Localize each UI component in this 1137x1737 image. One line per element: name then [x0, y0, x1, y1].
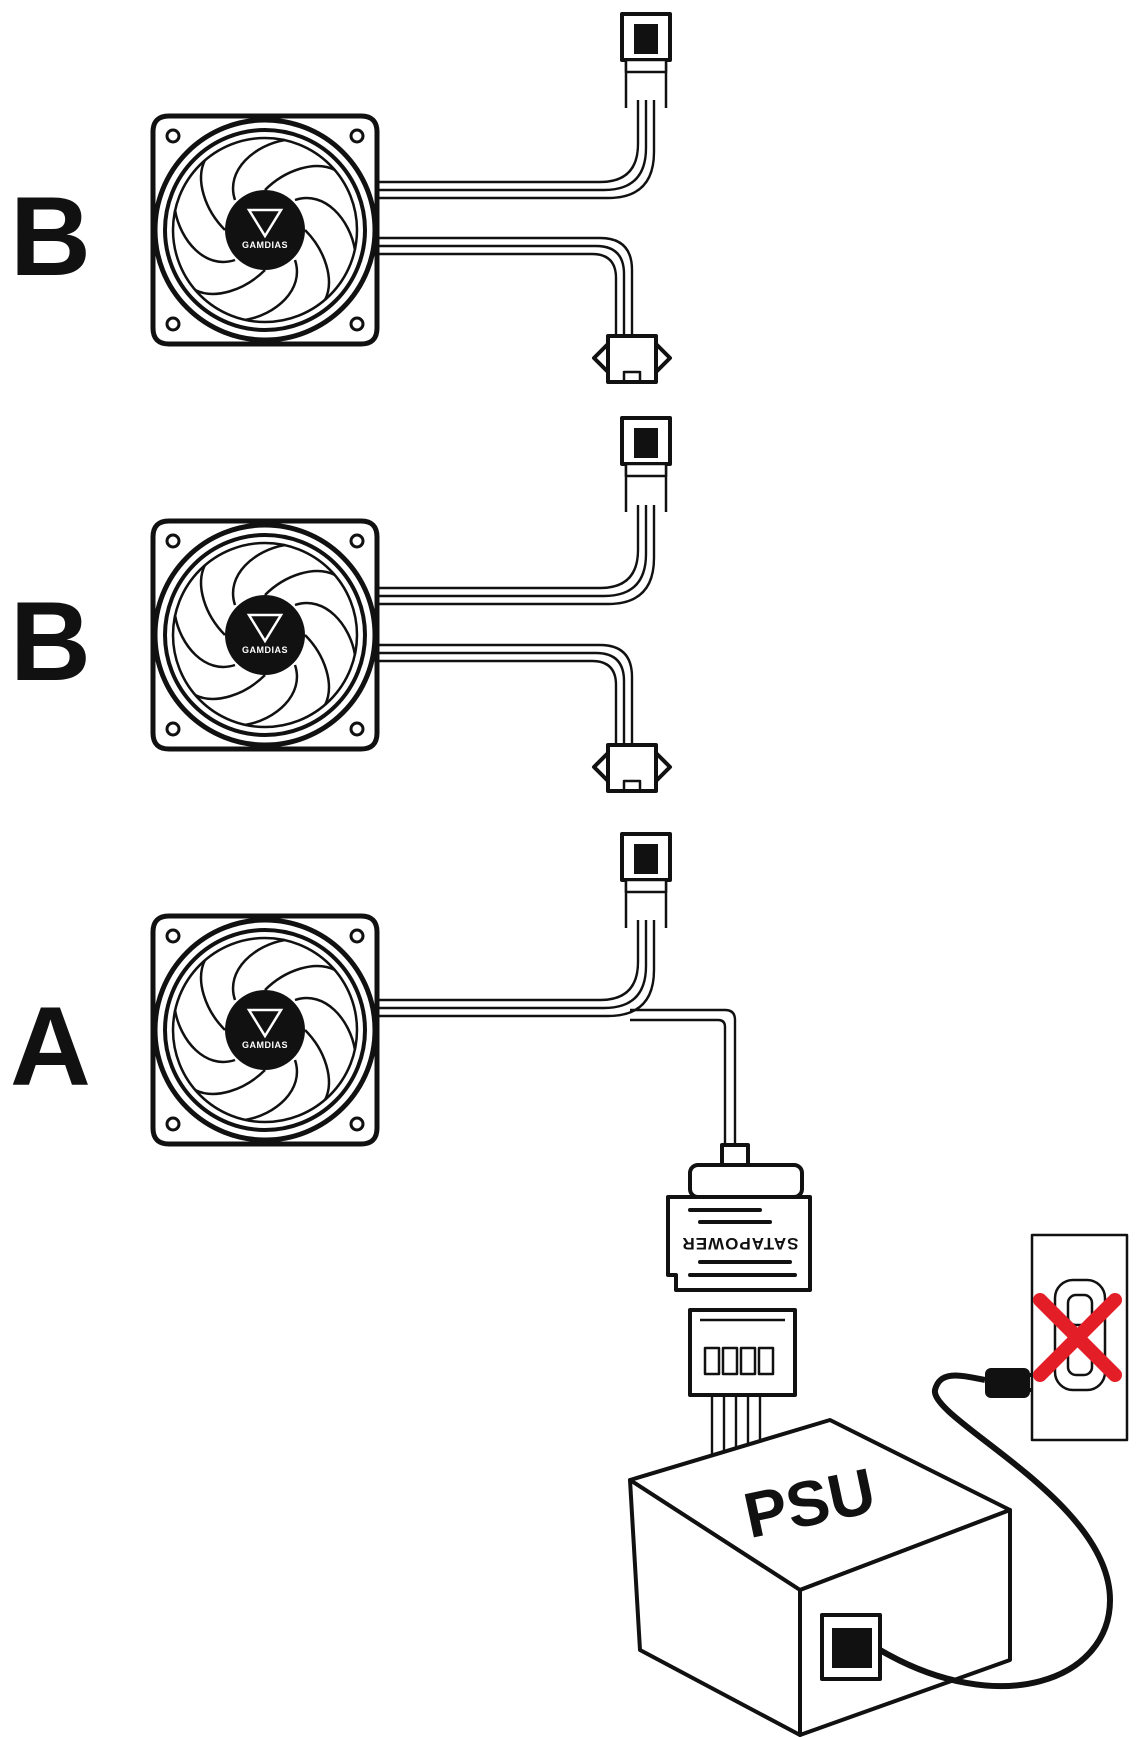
fan-label-top: B [10, 174, 91, 299]
fan-bottom-connector-out-fan-connector-icon [620, 832, 672, 930]
fan-label-middle: B [10, 579, 91, 704]
fan-middle-case-fan-icon: GAMDIAS [153, 521, 377, 749]
psu-sata-connector-icon [688, 1308, 797, 1460]
fan-top-case-fan-icon: GAMDIAS [153, 116, 377, 344]
fan-top-connector-in-fan-connector-icon [592, 334, 672, 384]
fan-middle-logo-text: GAMDIAS [242, 645, 288, 655]
fan-bottom-case-fan-icon: GAMDIAS [153, 916, 377, 1144]
fan-middle-wires [378, 505, 656, 745]
sata-power-connector-icon: SATAPOWER [666, 1143, 812, 1292]
fan-middle-connector-in-fan-connector-icon [592, 743, 672, 793]
fan-top-connector-out-fan-connector-icon [620, 12, 672, 110]
fan-label-bottom: A [10, 984, 91, 1109]
fan-top-logo-text: GAMDIAS [242, 240, 288, 250]
power-cord [878, 1372, 1114, 1690]
red-x-prohibited-icon [1033, 1293, 1122, 1382]
power-supply-unit-icon: PSU [628, 1418, 1012, 1737]
fan-top-wires [378, 100, 656, 335]
sata-power-label: SATAPOWER [682, 1234, 799, 1253]
fan-middle-connector-out-fan-connector-icon [620, 416, 672, 514]
fan-bottom-wires [378, 920, 737, 1145]
fan-bottom-logo-text: GAMDIAS [242, 1040, 288, 1050]
